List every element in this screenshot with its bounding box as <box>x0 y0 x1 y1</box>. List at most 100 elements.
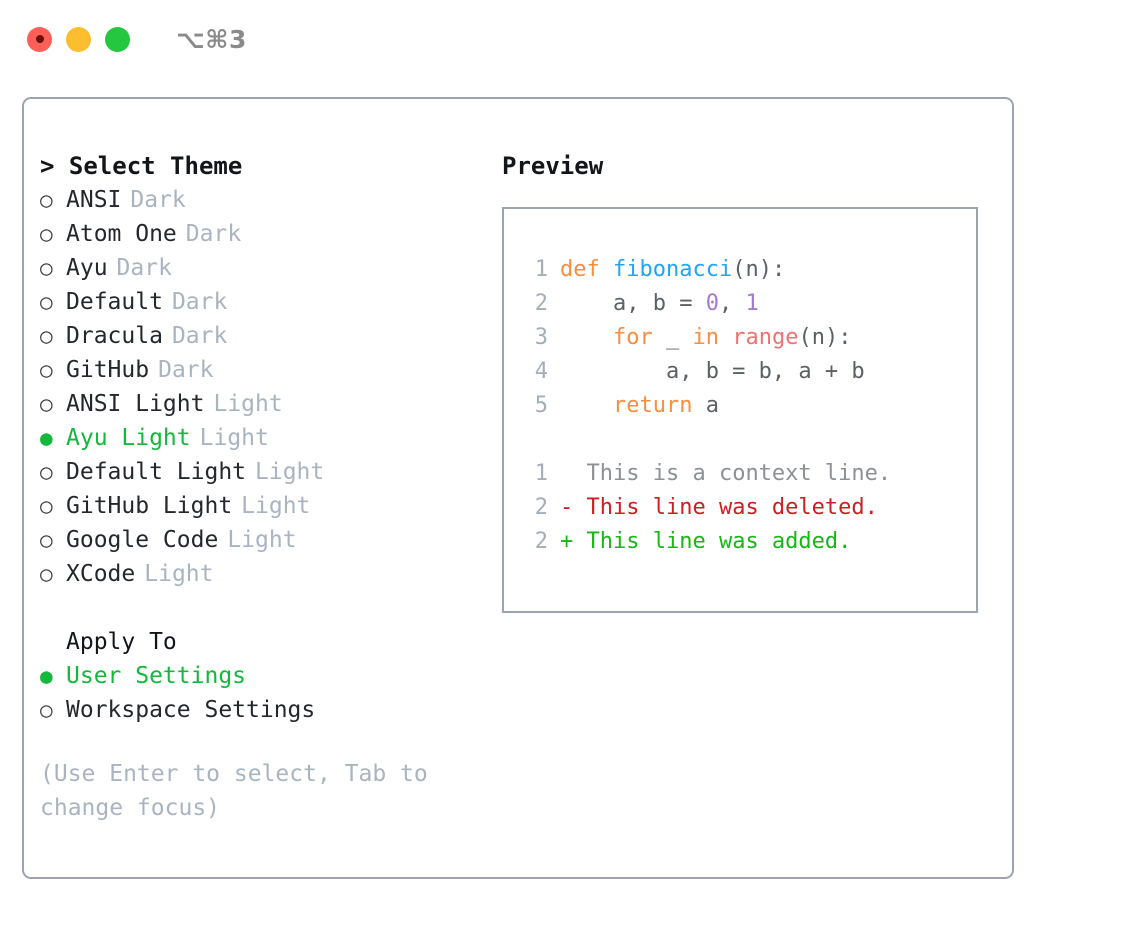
theme-option-variant: Dark <box>185 221 242 247</box>
code-token-plain <box>560 393 613 418</box>
code-token-plain: a, b = b, a + b <box>560 359 865 384</box>
diff-line-number: 2 <box>534 529 548 554</box>
code-line-number: 2 <box>534 291 548 316</box>
code-token-punc: (n): <box>798 325 852 350</box>
radio-unselected-icon: ○ <box>40 290 53 314</box>
code-line-number: 4 <box>534 359 548 384</box>
code-line: 1 def fibonacci(n): <box>522 253 976 287</box>
theme-option-variant: Dark <box>158 357 214 383</box>
code-token-punc: (n): <box>732 257 786 282</box>
diff-marker <box>560 461 587 486</box>
diff-line-content: + This line was added. <box>560 525 851 559</box>
theme-option-variant: Light <box>241 493 311 519</box>
theme-option-github-light[interactable]: ○ GitHub Light Light <box>40 489 495 523</box>
code-line-content: for _ in range(n): <box>560 321 851 355</box>
radio-unselected-icon: ○ <box>40 188 53 212</box>
code-line-content: def fibonacci(n): <box>560 253 785 287</box>
code-token-kw: in <box>692 325 719 350</box>
diff-text: This is a context line. <box>586 461 892 486</box>
close-button[interactable] <box>27 26 52 52</box>
title-bar: ⌥⌘3 <box>0 0 1140 78</box>
theme-option-ansi-light[interactable]: ○ ANSI Light Light <box>40 387 495 421</box>
code-line-number: 3 <box>534 325 548 350</box>
theme-option-label: Atom One <box>66 221 177 247</box>
code-line-content: a, b = b, a + b <box>560 355 865 389</box>
theme-option-variant: Dark <box>171 289 228 315</box>
apply-to-option-label: Workspace Settings <box>66 697 316 723</box>
code-token-bi: range <box>732 325 799 350</box>
theme-option-label: Ayu Light <box>66 425 191 451</box>
theme-option-variant: Light <box>227 527 297 553</box>
code-token-kw: for <box>612 325 653 350</box>
code-line: 4 a, b = b, a + b <box>522 355 976 389</box>
code-token-fn: fibonacci <box>612 257 733 282</box>
radio-unselected-icon: ○ <box>40 358 53 382</box>
diff-sample: 1 This is a context line.2- This line wa… <box>522 457 976 559</box>
code-line-number: 1 <box>534 257 548 282</box>
zoom-button[interactable] <box>105 26 130 52</box>
code-line-number: 5 <box>534 393 548 418</box>
radio-selected-icon: ● <box>40 426 53 450</box>
theme-option-label: ANSI <box>66 187 122 213</box>
theme-option-github[interactable]: ○ GitHub Dark <box>40 353 495 387</box>
theme-option-variant: Light <box>213 391 283 417</box>
theme-option-label: Google Code <box>66 527 219 553</box>
code-line: 3 for _ in range(n): <box>522 321 976 355</box>
code-line: 5 return a <box>522 389 976 423</box>
apply-to-option-user-settings[interactable]: ●User Settings <box>40 659 495 693</box>
code-token-plain: , <box>718 291 746 316</box>
theme-option-label: ANSI Light <box>66 391 205 417</box>
code-line-content: return a <box>560 389 719 423</box>
theme-option-ayu[interactable]: ○ Ayu Dark <box>40 251 495 285</box>
code-spacer <box>522 423 976 457</box>
theme-option-variant: Dark <box>116 255 172 281</box>
theme-option-variant: Light <box>255 459 325 485</box>
radio-unselected-icon: ○ <box>40 494 53 518</box>
preview-heading: Preview <box>502 152 604 180</box>
theme-option-label: GitHub <box>66 357 150 383</box>
code-line-content: a, b = 0, 1 <box>560 287 759 321</box>
code-token-plain: a, b = <box>560 291 706 316</box>
theme-option-variant: Light <box>144 561 214 587</box>
radio-unselected-icon: ○ <box>40 392 53 416</box>
theme-option-label: Dracula <box>66 323 163 349</box>
code-token-plain: _ <box>652 325 693 350</box>
theme-option-label: GitHub Light <box>66 493 233 519</box>
radio-unselected-icon: ○ <box>40 460 53 484</box>
code-token-plain <box>560 325 613 350</box>
radio-selected-icon: ● <box>40 664 53 688</box>
code-token-kw: return <box>612 393 693 418</box>
code-line: 2 a, b = 0, 1 <box>522 287 976 321</box>
diff-line-number: 2 <box>534 495 548 520</box>
radio-unselected-icon: ○ <box>40 698 53 722</box>
window-controls <box>27 26 130 52</box>
select-theme-heading: > Select Theme <box>40 152 243 180</box>
minimize-button[interactable] <box>66 26 91 52</box>
diff-line-add: 2 + This line was added. <box>522 525 976 559</box>
keyboard-hint: (Use Enter to select, Tab to change focu… <box>40 761 442 821</box>
radio-unselected-icon: ○ <box>40 324 53 348</box>
diff-marker: + <box>560 529 587 554</box>
apply-to-option-workspace-settings[interactable]: ○ Workspace Settings <box>40 693 495 727</box>
theme-option-variant: Light <box>199 425 269 451</box>
radio-unselected-icon: ○ <box>40 256 53 280</box>
window-title: ⌥⌘3 <box>176 24 247 54</box>
code-token-kw: def <box>560 257 613 282</box>
theme-option-label: Ayu <box>66 255 108 281</box>
theme-option-ayu-light[interactable]: ● Ayu Light Light <box>40 421 495 455</box>
diff-line-content: This is a context line. <box>560 457 892 491</box>
code-token-plain: a <box>692 393 719 418</box>
